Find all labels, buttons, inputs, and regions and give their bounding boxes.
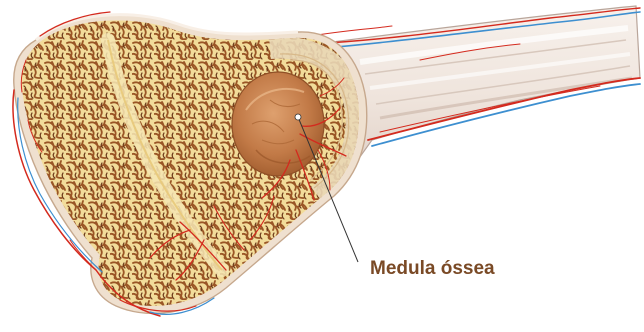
bone-head: [0, 0, 400, 332]
callout-dot: [295, 114, 301, 120]
marrow-label: Medula óssea: [370, 258, 495, 280]
